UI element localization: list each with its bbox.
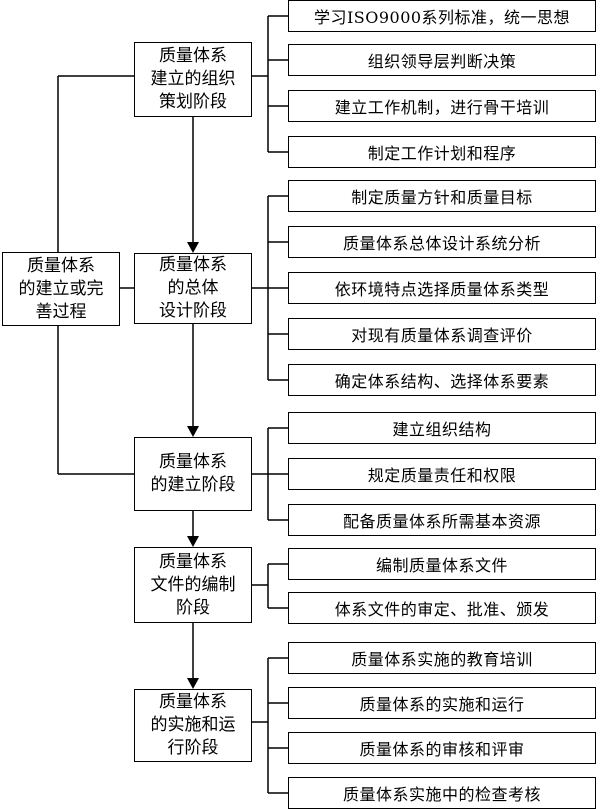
stage-3-line-2: 的建立阶段 xyxy=(150,475,236,495)
stage-4-item-2: 体系文件的审定、批准、颁发 xyxy=(288,592,596,624)
stage-4-line-2: 文件的编制 xyxy=(150,574,236,595)
root-line-3: 善过程 xyxy=(35,301,87,322)
stage-2-item-3: 依环境特点选择质量体系类型 xyxy=(288,272,596,304)
stage-2-item-2: 质量体系总体设计系统分析 xyxy=(288,226,596,258)
stage-5-item-3: 质量体系的审核和评审 xyxy=(288,732,596,764)
stage-box-design: 质量体系 的总体 设计阶段 xyxy=(134,253,252,324)
stage-2-line-3: 设计阶段 xyxy=(159,301,227,321)
stage-4-item-1: 编制质量体系文件 xyxy=(288,548,596,580)
stage-2-line-1: 质量体系 xyxy=(159,255,227,275)
arrowhead-stage2 xyxy=(187,242,199,253)
root-line-1: 质量体系 xyxy=(27,255,95,276)
stage-4-line-1: 质量体系 xyxy=(159,551,227,572)
stage-2-item-1: 制定质量方针和质量目标 xyxy=(288,180,596,212)
stage-2-line-2: 的总体 xyxy=(167,278,219,298)
stage-3-item-3: 配备质量体系所需基本资源 xyxy=(288,504,596,536)
arrowhead-stage5 xyxy=(187,678,199,689)
stage-5-line-3: 行阶段 xyxy=(167,738,219,758)
stage-box-planning: 质量体系 建立的组织 策划阶段 xyxy=(134,42,252,117)
stage-5-line-1: 质量体系 xyxy=(159,692,227,712)
stage-1-item-2: 组织领导层判断决策 xyxy=(288,44,596,76)
stage-box-documentation: 质量体系 文件的编制 阶段 xyxy=(134,547,252,623)
stage-1-item-1: 学习ISO9000系列标准，统一思想 xyxy=(288,0,596,32)
stage-1-line-3: 策划阶段 xyxy=(159,92,227,112)
stage-1-line-2: 建立的组织 xyxy=(150,69,236,89)
root-line-2: 的建立或完 xyxy=(18,278,104,299)
stage-2-item-5: 确定体系结构、选择体系要素 xyxy=(288,364,596,396)
stage-3-line-1: 质量体系 xyxy=(159,452,227,472)
stage-box-establish: 质量体系 的建立阶段 xyxy=(134,437,252,511)
stage-box-implementation: 质量体系 的实施和运 行阶段 xyxy=(134,689,252,762)
stage-3-item-1: 建立组织结构 xyxy=(288,412,596,444)
stage-5-item-2: 质量体系的实施和运行 xyxy=(288,687,596,719)
stage-1-item-3: 建立工作机制，进行骨干培训 xyxy=(288,90,596,122)
stage-3-item-2: 规定质量责任和权限 xyxy=(288,458,596,490)
root-box: 质量体系 的建立或完 善过程 xyxy=(2,252,120,326)
stage-5-item-1: 质量体系实施的教育培训 xyxy=(288,642,596,674)
stage-5-line-2: 的实施和运 xyxy=(150,715,236,735)
arrowhead-stage4 xyxy=(187,536,199,547)
stage-1-item-4: 制定工作计划和程序 xyxy=(288,136,596,168)
stage-4-line-3: 阶段 xyxy=(176,597,210,618)
arrowhead-stage3 xyxy=(187,426,199,437)
stage-5-item-4: 质量体系实施中的检查考核 xyxy=(288,777,596,809)
stage-2-item-4: 对现有质量体系调查评价 xyxy=(288,318,596,350)
stage-1-line-1: 质量体系 xyxy=(159,46,227,66)
